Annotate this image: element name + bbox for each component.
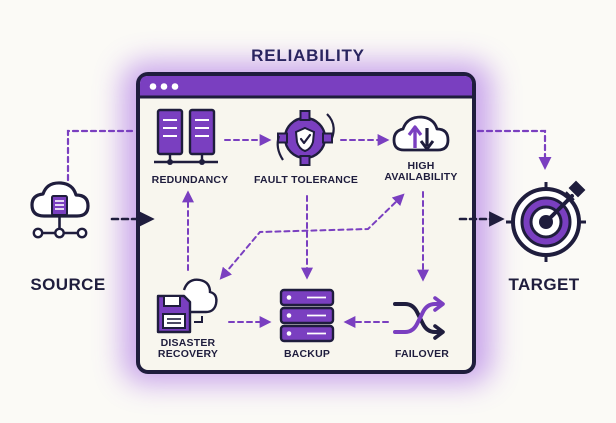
failover-label: FAILOVER <box>394 348 450 360</box>
high-availability-label: HIGH AVAILABILITY <box>366 160 476 184</box>
gear-shield-icon <box>276 110 335 166</box>
fault-tolerance-label: FAULT TOLERANCE <box>253 174 359 186</box>
disaster-recovery-label: DISASTER RECOVERY <box>133 337 243 361</box>
high-availability-label-line1: HIGH <box>407 160 435 172</box>
database-stack-icon <box>279 288 335 343</box>
cloud-network-icon <box>30 181 90 239</box>
diagram-title: RELIABILITY <box>251 46 365 65</box>
target-label: TARGET <box>508 275 580 294</box>
shuffle-arrows-icon <box>393 296 445 340</box>
external-connectors <box>66 129 552 227</box>
disaster-recovery-label-line1: DISASTER <box>160 337 216 349</box>
window-dot-3 <box>171 83 179 90</box>
redundancy-label: REDUNDANCY <box>151 174 229 186</box>
cloud-sync-icon <box>392 115 450 152</box>
window-dot-2 <box>160 83 168 90</box>
server-racks-icon <box>154 108 218 165</box>
target-dartboard-icon <box>506 180 586 262</box>
window-dot-1 <box>149 83 157 90</box>
disaster-recovery-label-line2: RECOVERY <box>157 348 219 361</box>
source-label: SOURCE <box>30 275 106 294</box>
internal-connectors <box>182 134 429 328</box>
backup-label: BACKUP <box>283 348 331 360</box>
high-availability-label-line2: AVAILABILITY <box>384 171 458 184</box>
floppy-cloud-icon <box>156 278 218 334</box>
